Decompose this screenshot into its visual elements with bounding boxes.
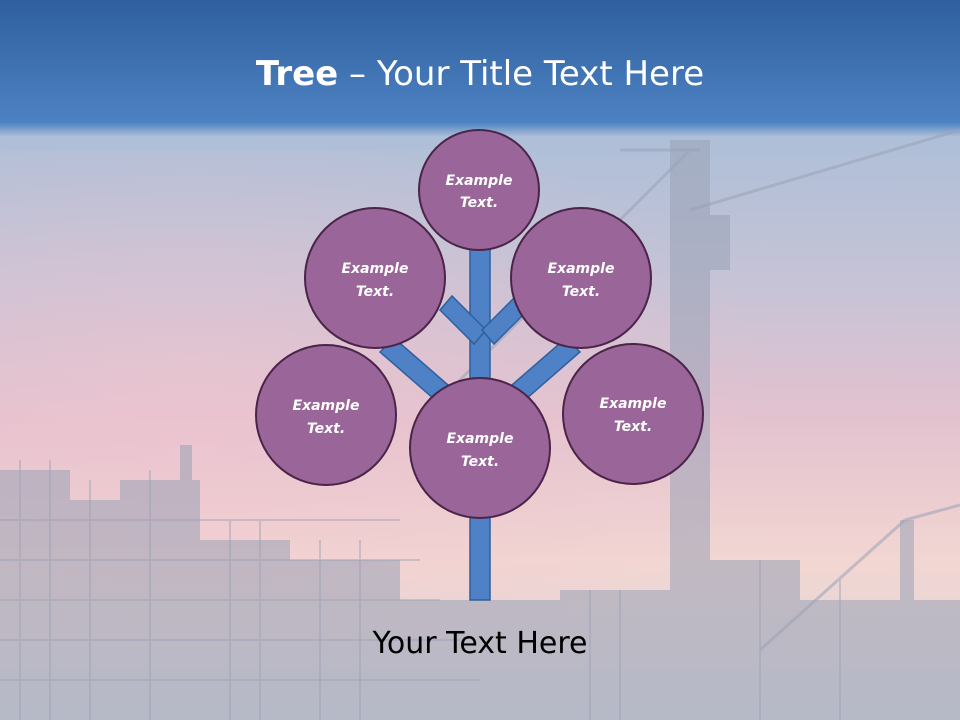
node-center-circle [409,377,551,519]
node-lower-right-line1: Example [600,396,667,412]
title-rest: Your Title Text Here [376,54,705,94]
node-lower-left-line2: Text. [307,421,345,437]
node-top-line1: Example [446,173,513,189]
node-upper-left: Example Text. [304,207,446,349]
node-center-line1: Example [447,431,514,447]
node-upper-left-line1: Example [342,261,409,277]
node-upper-right-line1: Example [548,261,615,277]
tree-nodes: Example Text. Example Text. Example Text… [255,129,704,519]
node-upper-right: Example Text. [510,207,652,349]
node-upper-left-line2: Text. [356,284,394,300]
node-lower-left: Example Text. [255,344,397,486]
node-top: Example Text. [418,129,540,251]
node-lower-left-line1: Example [293,398,360,414]
node-upper-right-circle [510,207,652,349]
node-upper-right-line2: Text. [562,284,600,300]
node-lower-left-circle [255,344,397,486]
node-center: Example Text. [409,377,551,519]
node-lower-right-line2: Text. [614,419,652,435]
footer-text: Your Text Here [372,626,588,661]
node-center-line2: Text. [461,454,499,470]
title-bold: Tree [255,54,339,94]
node-upper-left-circle [304,207,446,349]
node-lower-right: Example Text. [562,343,704,485]
node-top-line2: Text. [460,195,498,211]
node-top-circle [418,129,540,251]
node-lower-right-circle [562,343,704,485]
slide-title: Tree – Your Title Text Here [0,52,960,96]
title-separator: – [338,54,377,94]
